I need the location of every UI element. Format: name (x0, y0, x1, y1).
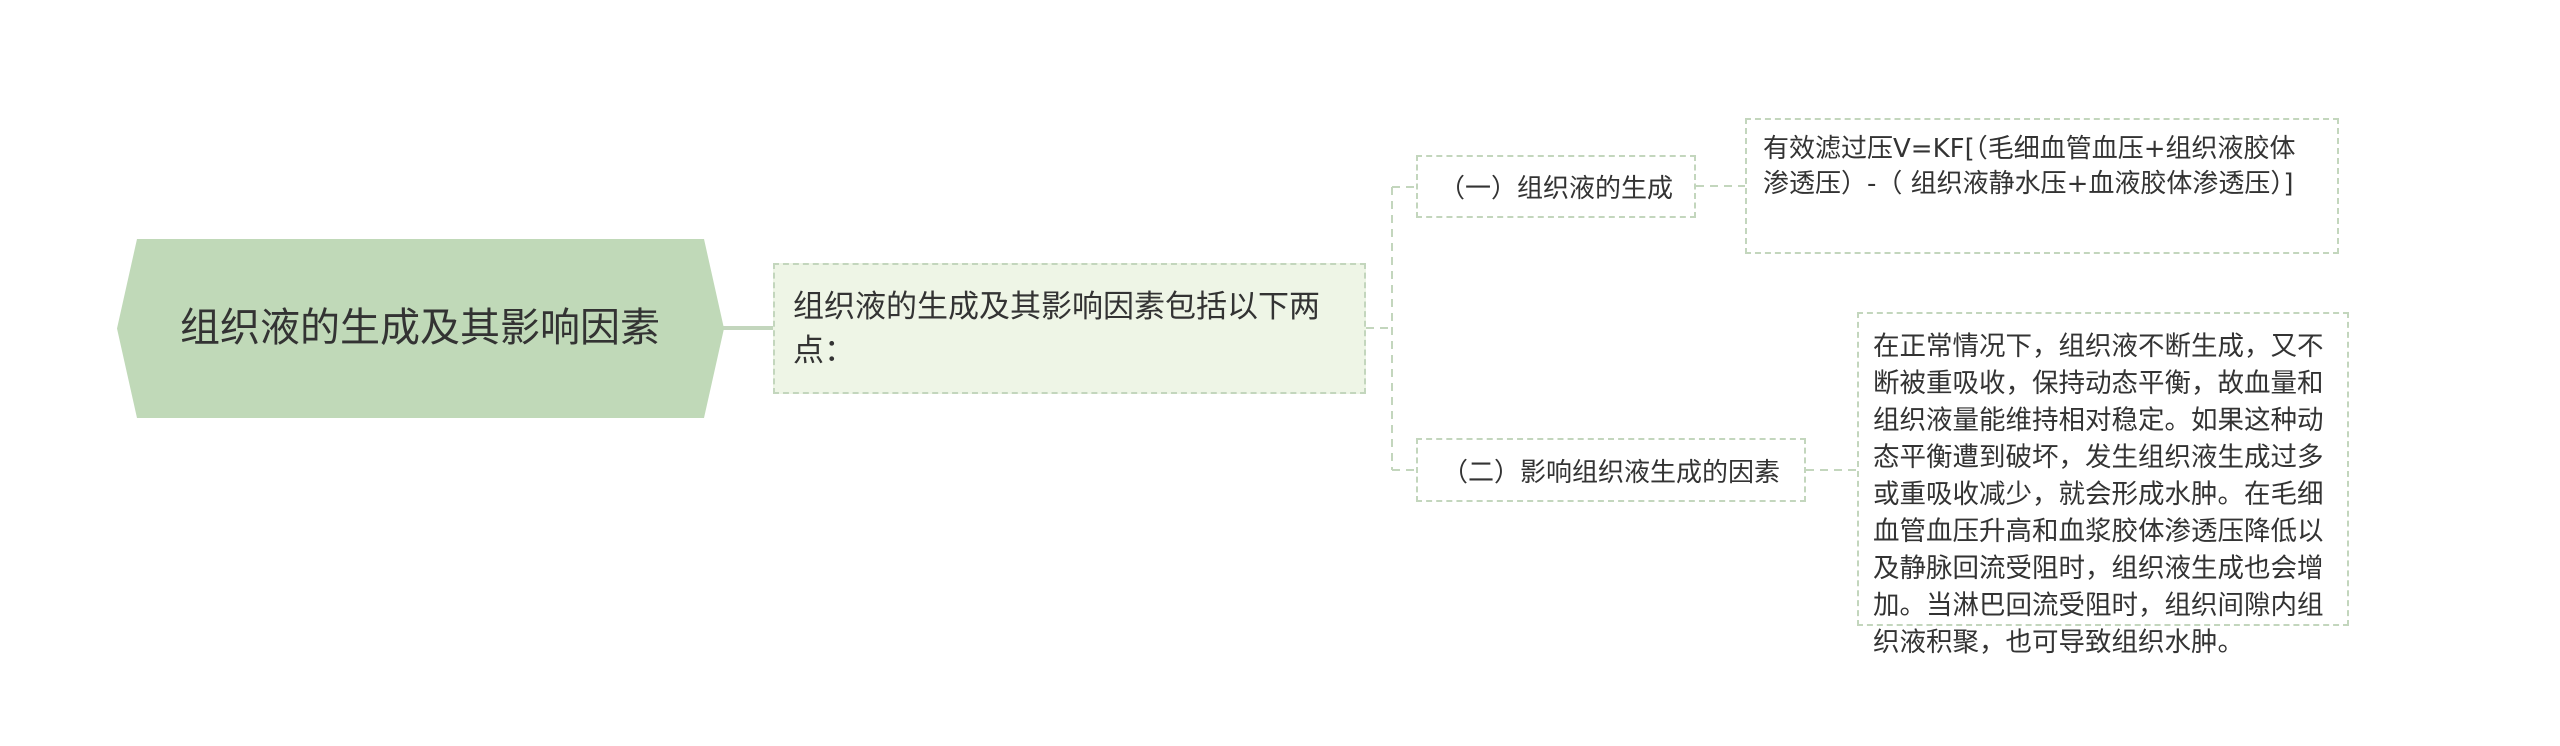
branch-node-label: （二）影响组织液生成的因素 (1441, 457, 1780, 488)
leaf-node-text: 有效滤过压V=KF[（毛细血管血压+组织液胶体渗透压）-（ 组织液静水压+血液胶… (1763, 134, 2296, 199)
branch-node-factors[interactable]: （二）影响组织液生成的因素 (1416, 438, 1806, 502)
root-node[interactable]: 组织液的生成及其影响因素 (140, 239, 700, 418)
root-node-shape (117, 239, 724, 418)
branch-node-generation[interactable]: （一）组织液的生成 (1416, 155, 1696, 218)
leaf-node-factors-detail[interactable]: 在正常情况下，组织液不断生成，又不断被重吸收，保持动态平衡，故血量和组织液量能维… (1857, 312, 2349, 658)
root-node-label: 组织液的生成及其影响因素 (180, 305, 660, 351)
leaf-node-formula[interactable]: 有效滤过压V=KF[（毛细血管血压+组织液胶体渗透压）-（ 组织液静水压+血液胶… (1745, 118, 2339, 254)
leaf-node-text: 在正常情况下，组织液不断生成，又不断被重吸收，保持动态平衡，故血量和组织液量能维… (1873, 331, 2324, 658)
center-node-label: 组织液的生成及其影响因素包括以下两点： (793, 288, 1320, 369)
branch-node-label: （一）组织液的生成 (1438, 174, 1673, 204)
center-node[interactable]: 组织液的生成及其影响因素包括以下两点： (773, 263, 1366, 394)
